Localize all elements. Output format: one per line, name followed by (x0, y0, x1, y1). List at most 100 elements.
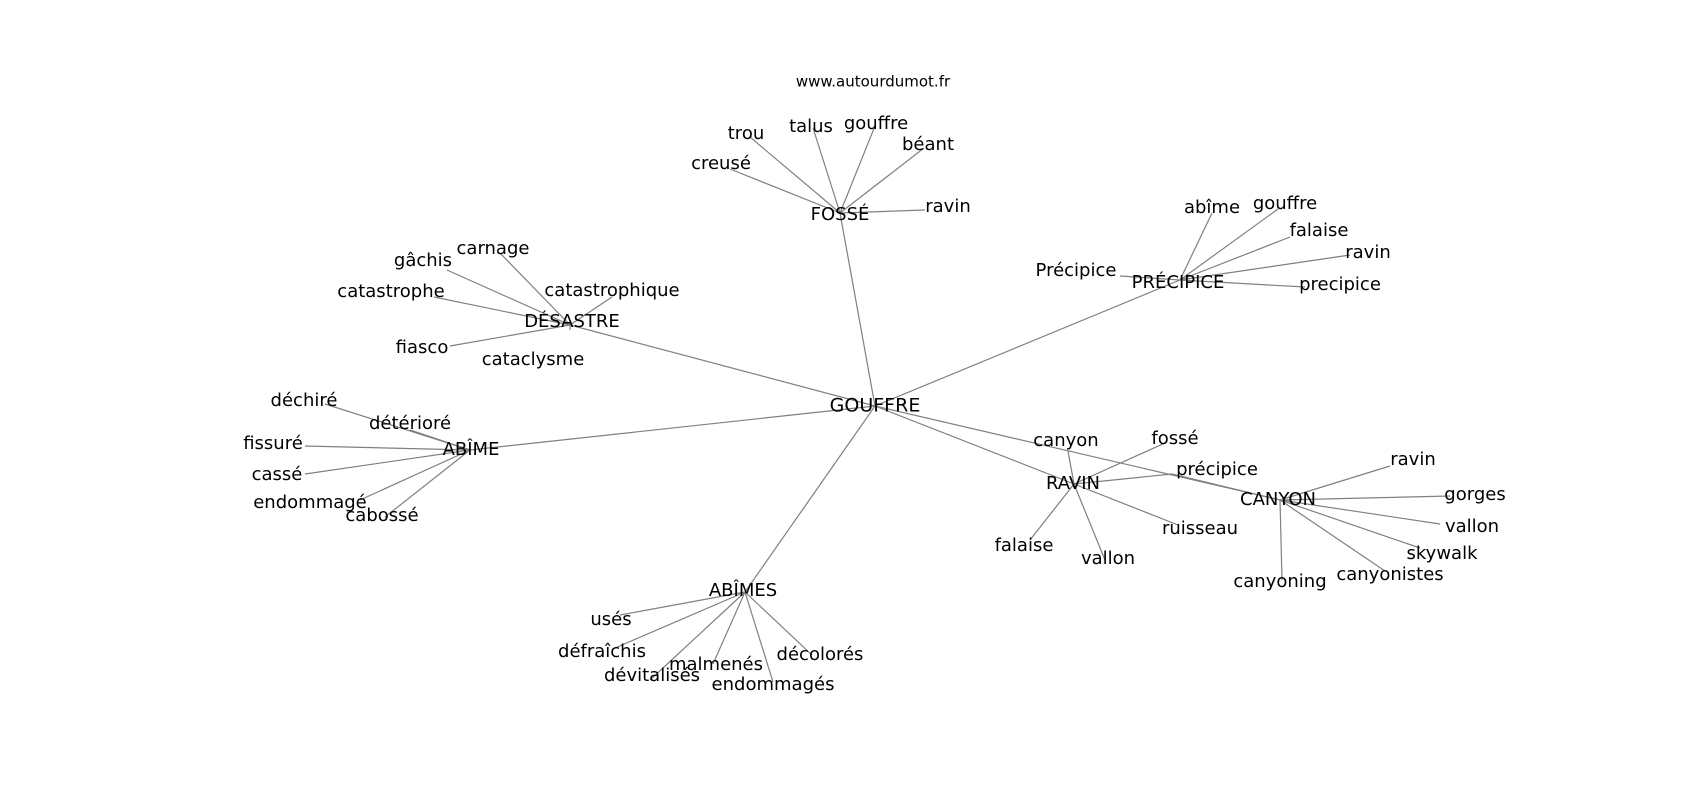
edge-hub-to-word (384, 449, 471, 518)
edge-hub-to-word (304, 445, 471, 451)
edge-hub-to-word (446, 269, 571, 326)
word-node-label[interactable]: déchiré (271, 390, 338, 411)
edge-hub-to-word (1179, 236, 1291, 281)
word-node-label[interactable]: malmenés (669, 654, 763, 675)
word-node-label[interactable]: ravin (925, 196, 971, 217)
word-node-label[interactable]: falaise (1290, 220, 1349, 241)
edge-hub-to-word (744, 591, 813, 656)
edge-hub-to-word (614, 591, 746, 649)
word-node-label[interactable]: ravin (1345, 242, 1391, 263)
word-node-label[interactable]: gâchis (394, 250, 452, 271)
word-node-label[interactable]: vallon (1081, 548, 1135, 569)
edge-hub-to-word (1073, 473, 1173, 485)
edge-center-to-hub (744, 405, 876, 593)
word-node-label[interactable]: fossé (1151, 428, 1198, 449)
word-node-label[interactable]: canyoning (1233, 571, 1326, 592)
source-credit[interactable]: www.autourdumot.fr (796, 73, 951, 91)
edge-hub-to-word (304, 449, 471, 475)
word-node-label[interactable]: talus (789, 116, 833, 137)
edge-hub-to-word (1179, 279, 1306, 288)
edge-hub-to-word (1279, 499, 1441, 525)
word-node-label[interactable]: cassé (252, 464, 303, 485)
edge-hub-to-word (1279, 465, 1391, 501)
edge-hub-to-word (729, 168, 841, 214)
hub-node-label[interactable]: FOSSÉ (811, 203, 870, 225)
edge-hub-to-word (1179, 208, 1279, 281)
hub-node-label[interactable]: CANYON (1240, 489, 1316, 510)
edge-center-to-hub (874, 279, 1181, 407)
word-node-label[interactable]: falaise (995, 535, 1054, 556)
edge-hub-to-word (433, 296, 571, 326)
edge-hub-to-word (1179, 254, 1351, 281)
edge-hub-to-word (1279, 499, 1283, 581)
edge-hub-to-word (1279, 499, 1421, 549)
word-node-label[interactable]: catastrophe (337, 281, 444, 302)
edge-hub-to-word (409, 429, 471, 451)
edge-center-to-hub (569, 324, 876, 407)
word-node-label[interactable]: fiasco (396, 337, 449, 358)
word-node-label[interactable]: endommagés (712, 674, 835, 695)
graph-labels: www.autourdumot.fr GOUFFRE FOSSÉ trou talus… (243, 73, 1506, 696)
word-node-label[interactable]: gouffre (844, 113, 908, 134)
word-node-label[interactable]: vallon (1445, 516, 1499, 537)
edge-hub-to-word (812, 127, 841, 214)
word-node-label[interactable]: gouffre (1253, 193, 1317, 214)
edge-hub-to-word (744, 591, 774, 683)
edge-hub-to-word (1179, 212, 1213, 281)
word-node-label[interactable]: canyonistes (1336, 564, 1443, 585)
edge-hub-to-word (619, 591, 746, 616)
edge-hub-to-word (712, 591, 746, 665)
edge-cross-link (1171, 473, 1281, 501)
word-node-label[interactable]: ravin (1390, 449, 1436, 470)
edge-hub-to-word (499, 252, 571, 326)
hub-node-label[interactable]: ABÎMES (709, 579, 777, 601)
word-node-label[interactable]: précipice (1176, 459, 1258, 480)
hub-node-label[interactable]: DÉSASTRE (524, 310, 620, 332)
edge-center-to-hub (874, 405, 1075, 485)
edge-hub-to-word (649, 591, 746, 681)
edge-hub-to-word (1119, 275, 1181, 281)
word-node-label[interactable]: trou (728, 123, 764, 144)
edge-hub-to-word (359, 449, 471, 501)
word-node-label[interactable]: fissuré (243, 433, 303, 454)
word-node-label[interactable]: décolorés (777, 644, 864, 665)
word-node-label[interactable]: Précipice (1036, 260, 1117, 281)
edge-hub-to-word (1279, 499, 1386, 572)
word-node-label[interactable]: skywalk (1407, 543, 1479, 564)
word-node-label[interactable]: carnage (457, 238, 530, 259)
edge-hub-to-word (1067, 450, 1075, 485)
word-node-label[interactable]: cabossé (345, 505, 418, 526)
word-node-label[interactable]: gorges (1444, 484, 1505, 505)
edge-hub-to-word (449, 324, 571, 347)
edge-hub-to-word (1073, 442, 1166, 485)
hub-node-label[interactable]: PRÉCIPICE (1132, 271, 1225, 293)
edge-hub-to-word (1029, 483, 1075, 541)
hub-node-label[interactable]: ABÎME (443, 438, 500, 460)
edge-hub-to-word (749, 136, 841, 214)
hub-node-label[interactable]: RAVIN (1046, 473, 1100, 494)
word-node-label[interactable]: dévitalisés (604, 665, 700, 686)
word-node-label[interactable]: ruisseau (1162, 518, 1238, 539)
edge-hub-to-word (839, 125, 876, 214)
edge-center-to-hub (839, 212, 876, 407)
edge-hub-to-word (839, 147, 925, 214)
edge-hub-to-word (569, 296, 613, 326)
word-node-label[interactable]: cataclysme (482, 349, 585, 370)
edge-hub-to-word (1073, 483, 1179, 526)
edge-hub-to-word (1279, 495, 1451, 501)
edge-center-to-hub (469, 405, 876, 451)
word-node-label[interactable]: détérioré (369, 413, 451, 434)
word-node-label[interactable]: canyon (1033, 430, 1098, 451)
word-node-label[interactable]: défraîchis (558, 641, 646, 662)
word-node-label[interactable]: béant (902, 134, 954, 155)
word-node-label[interactable]: creusé (691, 153, 751, 174)
graph-edges (304, 125, 1451, 683)
center-node-label[interactable]: GOUFFRE (830, 395, 921, 417)
word-node-label[interactable]: usés (590, 609, 631, 630)
word-node-label[interactable]: abîme (1184, 197, 1240, 218)
word-node-label[interactable]: catastrophique (544, 280, 679, 301)
edge-hub-to-word (839, 209, 926, 214)
word-node-label[interactable]: precipice (1299, 274, 1381, 295)
word-node-label[interactable]: endommagé (253, 492, 367, 513)
